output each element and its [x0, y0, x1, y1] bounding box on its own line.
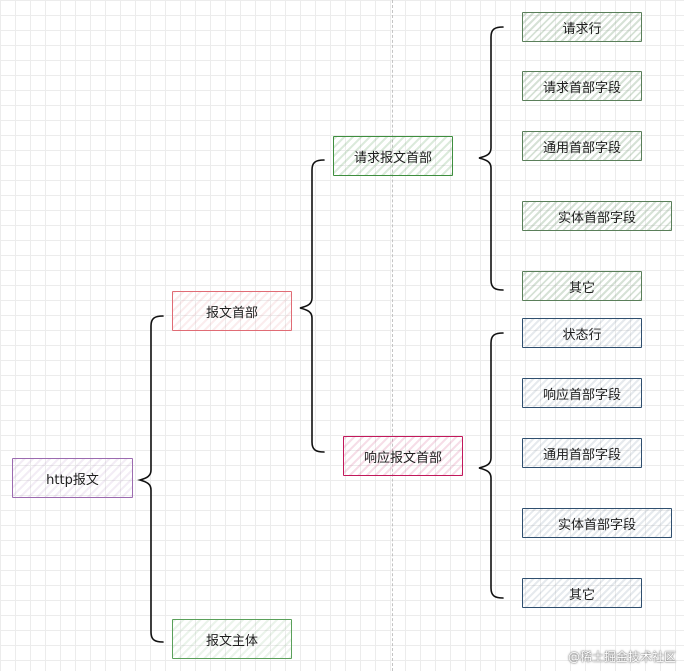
- node-status-line-label: 状态行: [562, 327, 602, 343]
- node-request-header[interactable]: 请求报文首部: [333, 136, 453, 176]
- node-request-header-label: 请求报文首部: [353, 150, 432, 166]
- brace-root: [137, 315, 164, 643]
- node-response-header-label: 响应报文首部: [363, 450, 442, 466]
- node-response-other[interactable]: 其它: [522, 578, 642, 608]
- node-response-other-label: 其它: [568, 587, 595, 603]
- node-request-header-fields-label: 请求首部字段: [542, 80, 621, 96]
- node-http-message[interactable]: http报文: [12, 458, 133, 498]
- node-message-body-label: 报文主体: [205, 633, 258, 649]
- node-http-message-label: http报文: [46, 472, 99, 488]
- node-message-header-label: 报文首部: [205, 305, 258, 321]
- brace-header: [299, 159, 325, 453]
- node-response-entity-fields-label: 实体首部字段: [557, 517, 636, 533]
- brace-request: [478, 26, 504, 291]
- node-request-general-fields-label: 通用首部字段: [542, 140, 621, 156]
- vertical-guide-line: [392, 0, 393, 671]
- node-response-header-fields[interactable]: 响应首部字段: [522, 378, 642, 408]
- brace-response: [478, 332, 504, 599]
- node-response-general-fields-label: 通用首部字段: [542, 447, 621, 463]
- node-request-header-fields[interactable]: 请求首部字段: [522, 71, 642, 101]
- node-response-general-fields[interactable]: 通用首部字段: [522, 438, 642, 468]
- node-request-general-fields[interactable]: 通用首部字段: [522, 131, 642, 161]
- node-response-header[interactable]: 响应报文首部: [343, 436, 463, 476]
- node-status-line[interactable]: 状态行: [522, 318, 642, 348]
- node-request-line-label: 请求行: [562, 21, 602, 37]
- node-response-header-fields-label: 响应首部字段: [542, 387, 621, 403]
- node-request-line[interactable]: 请求行: [522, 12, 642, 42]
- node-request-entity-fields-label: 实体首部字段: [557, 210, 636, 226]
- node-message-body[interactable]: 报文主体: [172, 619, 292, 659]
- node-response-entity-fields[interactable]: 实体首部字段: [522, 508, 672, 538]
- node-request-entity-fields[interactable]: 实体首部字段: [522, 201, 672, 231]
- node-message-header[interactable]: 报文首部: [172, 291, 292, 331]
- node-request-other[interactable]: 其它: [522, 271, 642, 301]
- node-request-other-label: 其它: [568, 280, 595, 296]
- watermark: @稀土掘金技术社区: [567, 650, 676, 664]
